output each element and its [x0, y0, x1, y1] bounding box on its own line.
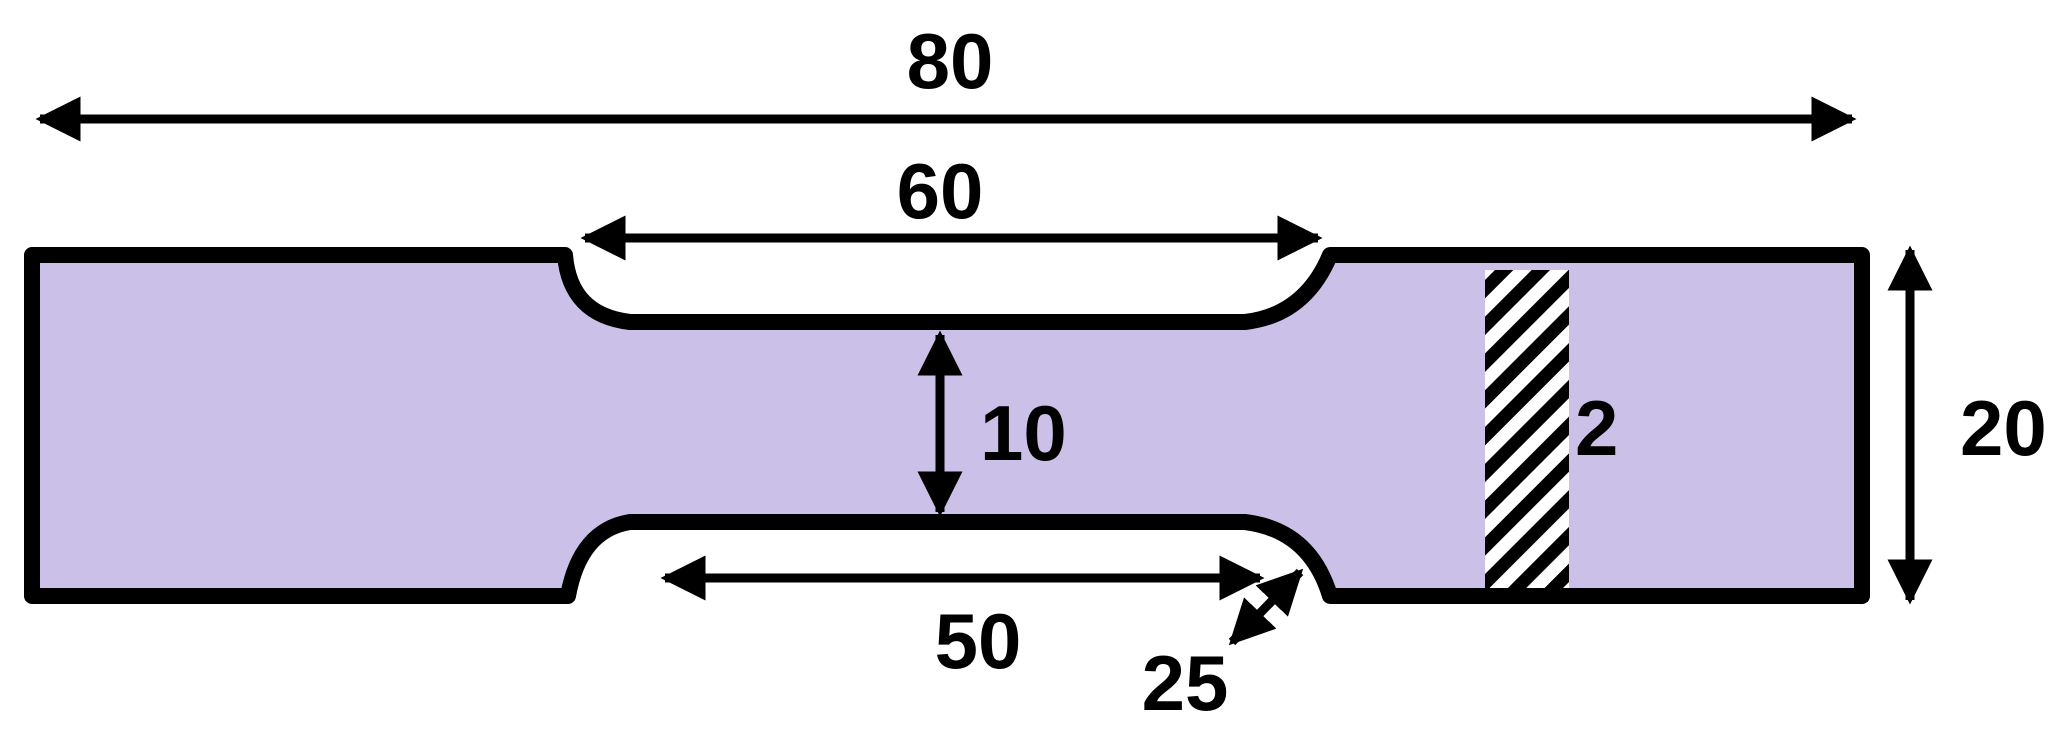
shoulder-distance-label: 60 — [897, 147, 984, 235]
overall-width-label: 20 — [1960, 384, 2047, 472]
gauge-width-label: 10 — [980, 389, 1067, 477]
fillet-radius-label: 25 — [1142, 639, 1229, 727]
thickness-label: 2 — [1575, 384, 1618, 472]
gauge-length-label: 50 — [935, 597, 1022, 685]
thickness-section — [1485, 270, 1569, 588]
fillet-radius-arrow — [1228, 568, 1304, 646]
overall-length-label: 80 — [907, 17, 994, 105]
